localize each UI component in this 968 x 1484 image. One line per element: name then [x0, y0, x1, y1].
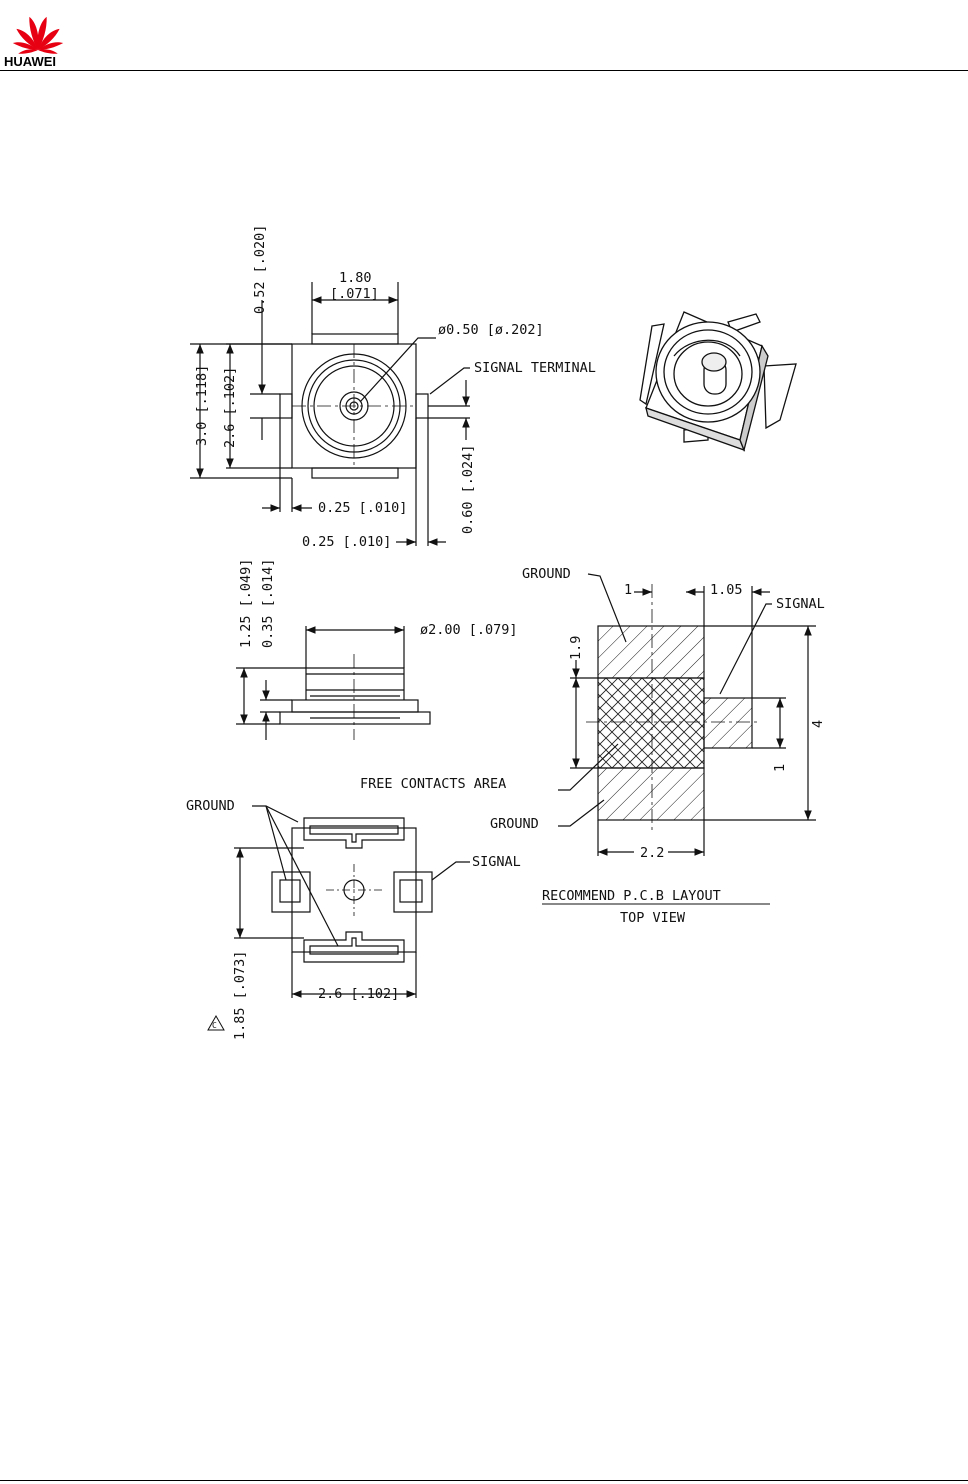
- terminal-width-dim: 0.25 [.010]: [318, 500, 407, 516]
- footer-divider: [0, 1480, 968, 1481]
- pcb-layout-subtitle: TOP VIEW: [620, 910, 686, 926]
- inner-height-dim: 2.6 [.102]: [222, 367, 238, 448]
- top-gap-dim: 0.52 [.020]: [252, 225, 268, 314]
- top-width-dim: 1.80: [339, 270, 372, 286]
- outer-height-dim: 3.0 [.118]: [194, 365, 210, 446]
- hole-diameter-dim: ø0.50 [ø.202]: [438, 322, 544, 338]
- pcb-signal-label: SIGNAL: [776, 596, 825, 612]
- pcb-ground-top-label: GROUND: [522, 566, 571, 582]
- bottom-width-dim: 2.6 [.102]: [318, 986, 399, 1002]
- pcb-dim-1-signal: 1: [772, 764, 788, 772]
- pcb-layout-title: RECOMMEND P.C.B LAYOUT: [542, 888, 721, 904]
- top-width-dim-in: [.071]: [330, 286, 379, 302]
- terminal-length-dim: 0.60 [.024]: [460, 445, 476, 534]
- pcb-dim-1: 1: [624, 582, 632, 598]
- side-diameter-dim: ø2.00 [.079]: [420, 622, 518, 638]
- terminal-offset-dim: 0.25 [.010]: [302, 534, 391, 550]
- pcb-dim-105: 1.05: [710, 582, 743, 598]
- bottom-ground-label: GROUND: [186, 798, 235, 814]
- pcb-dim-4: 4: [810, 720, 826, 728]
- pcb-dim-22: 2.2: [640, 845, 664, 861]
- pcb-free-area-label: FREE CONTACTS AREA: [360, 776, 506, 792]
- bottom-signal-label: SIGNAL: [472, 854, 521, 870]
- bottom-height-dim: 1.85 [.073]: [232, 951, 248, 1040]
- isometric-view: [640, 312, 796, 450]
- signal-terminal-label: SIGNAL TERMINAL: [474, 360, 596, 376]
- pcb-dim-19: 1.9: [568, 636, 584, 660]
- side-total-height-dim: 1.25 [.049]: [238, 559, 254, 648]
- note-mark: C: [212, 1021, 217, 1030]
- pcb-ground-bottom-label: GROUND: [490, 816, 539, 832]
- pcb-layout: [542, 574, 816, 904]
- side-base-height-dim: 0.35 [.014]: [260, 559, 276, 648]
